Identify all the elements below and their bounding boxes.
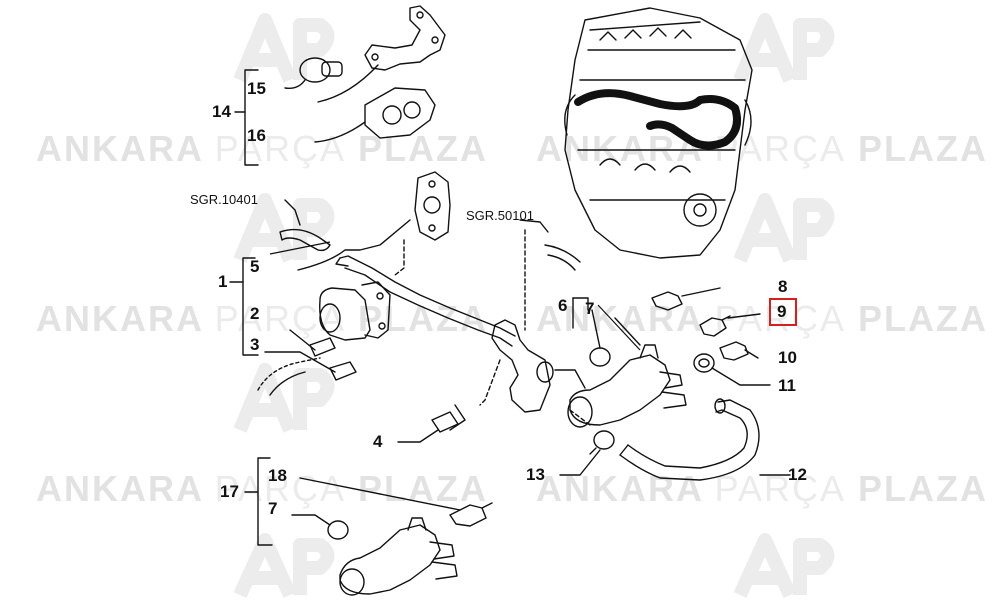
watermark-word-parca: PARÇA bbox=[214, 128, 347, 169]
callout-5[interactable]: 5 bbox=[250, 257, 260, 276]
part-2-screw bbox=[289, 329, 336, 357]
part-17-thermostat-housing bbox=[339, 517, 458, 596]
part-9-temperature-sensor bbox=[699, 313, 761, 337]
callout-13[interactable]: 13 bbox=[526, 465, 545, 484]
reference-sgr-10401: SGR.10401 bbox=[190, 192, 258, 207]
callout-11[interactable]: 11 bbox=[778, 376, 796, 395]
part-7-o-ring bbox=[589, 347, 611, 367]
callout-17[interactable]: 17 bbox=[220, 482, 239, 501]
part-12-hose bbox=[619, 398, 791, 481]
highlight-box-part-9 bbox=[769, 298, 797, 326]
watermark-word-plaza: PLAZA bbox=[358, 298, 489, 339]
callout-15[interactable]: 15 bbox=[247, 79, 266, 98]
callout-8[interactable]: 8 bbox=[778, 277, 788, 296]
part-3-screw bbox=[264, 351, 357, 381]
watermark-mid-left: ANKARA PARÇA PLAZA bbox=[36, 298, 488, 340]
ap-logo-watermarks bbox=[233, 13, 835, 598]
callout-7-lower[interactable]: 7 bbox=[268, 499, 278, 518]
watermark-word-plaza: PLAZA bbox=[858, 298, 989, 339]
pipe-junction-tee bbox=[449, 319, 554, 431]
watermark-top-left: ANKARA PARÇA PLAZA bbox=[36, 128, 488, 170]
watermark-word-parca: PARÇA bbox=[714, 298, 847, 339]
part-1-coolant-pipe bbox=[319, 255, 516, 347]
callout-2[interactable]: 2 bbox=[250, 304, 260, 323]
support-bracket bbox=[317, 5, 446, 103]
callout-6[interactable]: 6 bbox=[558, 296, 568, 315]
watermark-bottom-left: ANKARA PARÇA PLAZA bbox=[36, 468, 488, 510]
upper-hose-ghost bbox=[544, 244, 581, 271]
reference-sgr-50101: SGR.50101 bbox=[466, 208, 534, 223]
part-16-flange bbox=[314, 87, 436, 143]
watermark-word-ankara: ANKARA bbox=[36, 468, 203, 509]
watermark-word-plaza: PLAZA bbox=[358, 128, 489, 169]
small-hose-5 bbox=[279, 228, 331, 252]
callout-18[interactable]: 18 bbox=[268, 466, 287, 485]
watermark-word-plaza: PLAZA bbox=[858, 128, 989, 169]
watermark-word-ankara: ANKARA bbox=[36, 128, 203, 169]
watermark-word-ankara: ANKARA bbox=[36, 298, 203, 339]
watermark-word-parca: PARÇA bbox=[214, 468, 347, 509]
part-7-lower-o-ring bbox=[327, 520, 349, 540]
callout-10[interactable]: 10 bbox=[778, 348, 797, 367]
part-18-sensor bbox=[449, 502, 493, 527]
part-15-clip bbox=[284, 57, 343, 90]
watermark-word-parca: PARÇA bbox=[214, 298, 347, 339]
watermark-top-right: ANKARA PARÇA PLAZA bbox=[536, 128, 988, 170]
callout-9[interactable]: 9 bbox=[777, 302, 787, 321]
callout-1[interactable]: 1 bbox=[218, 272, 228, 291]
callout-4[interactable]: 4 bbox=[373, 432, 383, 451]
engine-coolant-hose-highlight bbox=[574, 89, 741, 150]
outlet-flange-plate bbox=[414, 171, 451, 241]
callout-3[interactable]: 3 bbox=[250, 335, 260, 354]
watermark-word-ankara: ANKARA bbox=[536, 128, 703, 169]
part-10-sensor bbox=[719, 341, 759, 361]
engine-block-drawing bbox=[564, 7, 753, 259]
callout-7-upper[interactable]: 7 bbox=[585, 299, 595, 318]
callout-leaders bbox=[269, 241, 641, 351]
callout-12[interactable]: 12 bbox=[788, 465, 807, 484]
callout-14[interactable]: 14 bbox=[212, 102, 231, 121]
watermark-word-ankara: ANKARA bbox=[536, 298, 703, 339]
part-13-hose-clamp bbox=[559, 409, 615, 476]
part-11-washer bbox=[693, 353, 771, 386]
part-4-screw bbox=[397, 411, 459, 443]
watermark-word-plaza: PLAZA bbox=[858, 468, 989, 509]
thermostat-housing bbox=[554, 317, 687, 428]
watermark-mid-right: ANKARA PARÇA PLAZA bbox=[536, 298, 988, 340]
part-8-bolt bbox=[651, 287, 721, 311]
callout-16[interactable]: 16 bbox=[247, 126, 266, 145]
